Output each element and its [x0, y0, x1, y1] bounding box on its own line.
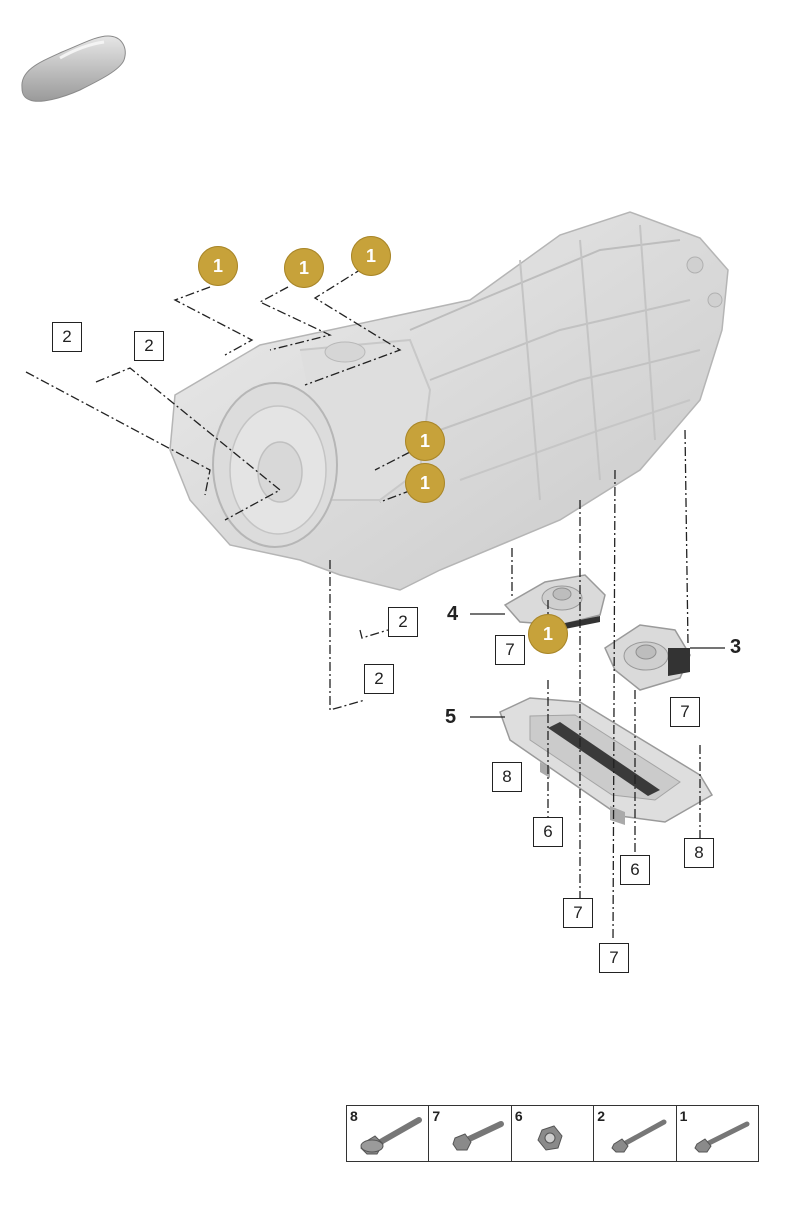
- part-label-5: 5: [445, 706, 457, 728]
- part-pointer-lines: [470, 613, 725, 718]
- hex-nut-icon: [537, 1125, 563, 1151]
- callout-bolt-1[interactable]: 1: [405, 421, 445, 461]
- part-label-4: 4: [447, 603, 459, 625]
- legend-number: 6: [514, 1108, 523, 1124]
- legend-cell-7[interactable]: 7: [429, 1106, 512, 1161]
- leader-lines: [25, 267, 701, 941]
- callout-box-7[interactable]: 7: [670, 697, 700, 727]
- callout-bolt-1[interactable]: 1: [198, 246, 238, 286]
- car-silhouette-icon: [21, 35, 126, 102]
- legend-number: 7: [432, 1108, 441, 1124]
- callout-box-8[interactable]: 8: [492, 762, 522, 792]
- callout-bolt-1[interactable]: 1: [284, 248, 324, 288]
- callout-bolt-1[interactable]: 1: [405, 463, 445, 503]
- fastener-legend-table: 8 7 6 2: [346, 1105, 759, 1162]
- callout-box-7[interactable]: 7: [563, 898, 593, 928]
- callout-box-6[interactable]: 6: [533, 817, 563, 847]
- callout-box-7[interactable]: 7: [599, 943, 629, 973]
- transmission-housing: [169, 211, 729, 591]
- callout-bolt-1[interactable]: 1: [351, 236, 391, 276]
- legend-number: 1: [679, 1108, 688, 1124]
- long-bolt-icon: [611, 1119, 667, 1153]
- callout-box-7[interactable]: 7: [495, 635, 525, 665]
- legend-cell-8[interactable]: 8: [347, 1106, 430, 1161]
- legend-cell-2[interactable]: 2: [594, 1106, 677, 1161]
- callout-bolt-1[interactable]: 1: [528, 614, 568, 654]
- callout-box-2[interactable]: 2: [364, 664, 394, 694]
- callout-box-6[interactable]: 6: [620, 855, 650, 885]
- callout-box-2[interactable]: 2: [134, 331, 164, 361]
- hex-flange-bolt-long-icon: [360, 1117, 422, 1155]
- crossmember-5: [499, 697, 714, 825]
- legend-number: 8: [350, 1108, 358, 1124]
- legend-cell-1[interactable]: 1: [677, 1106, 758, 1161]
- callout-box-8[interactable]: 8: [684, 838, 714, 868]
- legend-cell-6[interactable]: 6: [512, 1106, 595, 1161]
- legend-number: 2: [597, 1108, 606, 1124]
- callout-box-2[interactable]: 2: [388, 607, 418, 637]
- part-label-3: 3: [730, 636, 742, 658]
- callout-box-2[interactable]: 2: [52, 322, 82, 352]
- bolt-icon: [694, 1121, 750, 1153]
- transmission-mount-3: [604, 624, 691, 691]
- hex-bolt-icon: [452, 1121, 505, 1151]
